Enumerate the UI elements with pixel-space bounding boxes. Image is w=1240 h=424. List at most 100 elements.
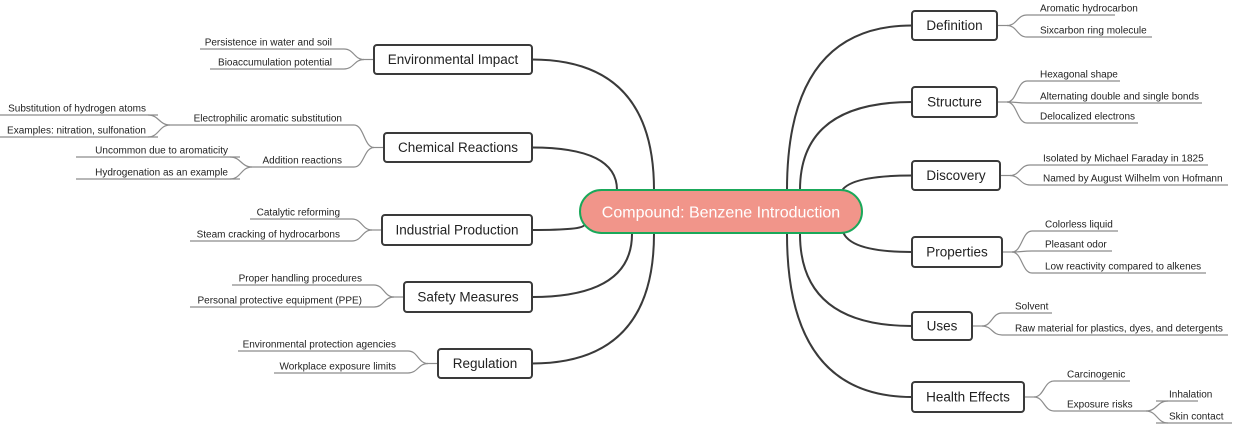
branch-discovery-box[interactable] bbox=[911, 160, 1001, 191]
edge-environmental-impact-0 bbox=[343, 48, 365, 61]
branch-uses[interactable]: Uses bbox=[911, 311, 973, 341]
branch-chemical-reactions[interactable]: Chemical Reactions bbox=[383, 132, 533, 163]
branch-chemical-reactions-box[interactable] bbox=[383, 132, 533, 163]
branch-regulation[interactable]: Regulation bbox=[437, 348, 533, 379]
branch-safety-measures-label: Safety Measures bbox=[417, 290, 519, 305]
leaf-proper-handling-procedures[interactable]: Proper handling procedures bbox=[232, 274, 374, 286]
leaf-low-reactivity-compared-to-alkenes[interactable]: Low reactivity compared to alkenes bbox=[1032, 262, 1206, 274]
branch-industrial-production-label: Industrial Production bbox=[395, 223, 518, 238]
branch-discovery[interactable]: Discovery bbox=[911, 160, 1001, 191]
branch-environmental-impact-label: Environmental Impact bbox=[388, 52, 519, 67]
edge-definition-1 bbox=[1006, 24, 1028, 38]
leaf-carcinogenic[interactable]: Carcinogenic bbox=[1054, 370, 1130, 382]
leaf-environmental-protection-agencies[interactable]: Environmental protection agencies bbox=[238, 340, 408, 352]
leaf-examples-nitration-sulfonation[interactable]: Examples: nitration, sulfonation bbox=[0, 126, 158, 138]
leaf-electrophilic-aromatic-substitution[interactable]: Electrophilic aromatic substitution bbox=[170, 114, 354, 126]
leaf-hydrogenation-as-an-example[interactable]: Hydrogenation as an example bbox=[76, 168, 240, 180]
leaf-proper-handling-procedures-label: Proper handling procedures bbox=[239, 274, 362, 285]
root-node-label: Compound: Benzene Introduction bbox=[602, 205, 840, 222]
branch-environmental-impact-box[interactable] bbox=[373, 44, 533, 75]
leaf-sixcarbon-ring-molecule[interactable]: Sixcarbon ring molecule bbox=[1027, 26, 1152, 38]
leaf-hydrogenation-as-an-example-label: Hydrogenation as an example bbox=[95, 168, 228, 179]
leaf-addition-reactions[interactable]: Addition reactions bbox=[252, 156, 354, 168]
leaf-inhalation[interactable]: Inhalation bbox=[1156, 390, 1212, 402]
leaf-electrophilic-aromatic-substitution-label: Electrophilic aromatic substitution bbox=[194, 114, 342, 125]
edge-health-effects-1 bbox=[1033, 396, 1055, 412]
leaf-pleasant-odor-label: Pleasant odor bbox=[1045, 240, 1107, 251]
leaf-low-reactivity-compared-to-alkenes-label: Low reactivity compared to alkenes bbox=[1045, 262, 1201, 273]
edge-health-effects-0 bbox=[1033, 380, 1055, 398]
edge-properties-0 bbox=[1011, 230, 1033, 253]
leaf-raw-material-for-plastics-dyes-and-detergents[interactable]: Raw material for plastics, dyes, and det… bbox=[1002, 324, 1228, 336]
branch-industrial-production[interactable]: Industrial Production bbox=[381, 214, 533, 246]
leaf-isolated-by-michael-faraday-in-1825[interactable]: Isolated by Michael Faraday in 1825 bbox=[1030, 154, 1208, 166]
leaf-exposure-risks[interactable]: Exposure risks bbox=[1054, 400, 1146, 412]
leaf-catalytic-reforming[interactable]: Catalytic reforming bbox=[250, 208, 352, 220]
edge-environmental-impact-1 bbox=[343, 58, 365, 70]
branch-regulation-box[interactable] bbox=[437, 348, 533, 379]
leaf-steam-cracking-of-hydrocarbons[interactable]: Steam cracking of hydrocarbons bbox=[190, 230, 352, 242]
edge-industrial-production-0 bbox=[351, 218, 373, 231]
leaf-aromatic-hydrocarbon[interactable]: Aromatic hydrocarbon bbox=[1027, 4, 1138, 16]
branch-properties-box[interactable] bbox=[911, 236, 1003, 268]
branch-safety-measures-box[interactable] bbox=[403, 281, 533, 313]
leaf-steam-cracking-of-hydrocarbons-label: Steam cracking of hydrocarbons bbox=[197, 230, 340, 241]
branch-properties[interactable]: Properties bbox=[911, 236, 1003, 268]
leaf-pleasant-odor[interactable]: Pleasant odor bbox=[1032, 240, 1112, 252]
branch-industrial-production-box[interactable] bbox=[381, 214, 533, 246]
leaf-persistence-in-water-and-soil-label: Persistence in water and soil bbox=[205, 38, 332, 49]
leaf-raw-material-for-plastics-dyes-and-detergents-label: Raw material for plastics, dyes, and det… bbox=[1015, 324, 1223, 335]
branch-safety-measures[interactable]: Safety Measures bbox=[403, 281, 533, 313]
edge-addition-reactions-1 bbox=[229, 166, 253, 180]
leaf-bioaccumulation-potential[interactable]: Bioaccumulation potential bbox=[210, 58, 344, 70]
branch-structure[interactable]: Structure bbox=[911, 86, 998, 118]
edge-electrophilic-aromatic-substitution-0 bbox=[147, 114, 171, 126]
edge-structure-0 bbox=[1006, 80, 1028, 103]
branch-discovery-label: Discovery bbox=[926, 168, 986, 183]
edge-root-to-chemical-reactions bbox=[531, 146, 618, 191]
edge-uses-0 bbox=[981, 312, 1003, 327]
edge-root-to-environmental-impact bbox=[531, 58, 655, 191]
edge-chemical-reactions-0 bbox=[353, 124, 375, 149]
branch-health-effects[interactable]: Health Effects bbox=[911, 381, 1025, 413]
branch-definition[interactable]: Definition bbox=[911, 10, 998, 41]
edge-safety-measures-0 bbox=[373, 284, 395, 298]
leaf-inhalation-label: Inhalation bbox=[1169, 390, 1212, 401]
edge-addition-reactions-0 bbox=[229, 156, 253, 168]
branch-properties-label: Properties bbox=[926, 245, 988, 260]
leaf-substitution-of-hydrogen-atoms[interactable]: Substitution of hydrogen atoms bbox=[0, 104, 158, 116]
leaf-hexagonal-shape[interactable]: Hexagonal shape bbox=[1027, 70, 1120, 82]
edge-electrophilic-aromatic-substitution-1 bbox=[147, 124, 171, 138]
leaf-solvent[interactable]: Solvent bbox=[1002, 302, 1052, 314]
branch-health-effects-box[interactable] bbox=[911, 381, 1025, 413]
edge-chemical-reactions-1 bbox=[353, 146, 375, 168]
leaf-delocalized-electrons-label: Delocalized electrons bbox=[1040, 112, 1135, 123]
edge-regulation-1 bbox=[407, 362, 429, 374]
leaf-personal-protective-equipment-ppe[interactable]: Personal protective equipment (PPE) bbox=[190, 296, 374, 308]
root-node-box[interactable] bbox=[579, 189, 863, 234]
leaf-alternating-double-and-single-bonds[interactable]: Alternating double and single bonds bbox=[1027, 92, 1202, 104]
root-node[interactable]: Compound: Benzene Introduction bbox=[579, 189, 863, 234]
leaf-catalytic-reforming-label: Catalytic reforming bbox=[257, 208, 340, 219]
branch-environmental-impact[interactable]: Environmental Impact bbox=[373, 44, 533, 75]
leaf-named-by-august-wilhelm-von-hofmann[interactable]: Named by August Wilhelm von Hofmann bbox=[1030, 174, 1228, 186]
edge-properties-2 bbox=[1011, 251, 1033, 274]
leaf-persistence-in-water-and-soil[interactable]: Persistence in water and soil bbox=[200, 38, 344, 50]
leaf-delocalized-electrons[interactable]: Delocalized electrons bbox=[1027, 112, 1138, 124]
branch-structure-box[interactable] bbox=[911, 86, 998, 118]
leaf-uncommon-due-to-aromaticity[interactable]: Uncommon due to aromaticity bbox=[76, 146, 240, 158]
edge-uses-1 bbox=[981, 325, 1003, 336]
edge-root-to-regulation bbox=[531, 233, 655, 365]
leaf-colorless-liquid[interactable]: Colorless liquid bbox=[1032, 220, 1118, 232]
edge-safety-measures-1 bbox=[373, 296, 395, 308]
leaf-skin-contact[interactable]: Skin contact bbox=[1156, 412, 1232, 424]
branch-definition-box[interactable] bbox=[911, 10, 998, 41]
edge-discovery-0 bbox=[1009, 164, 1031, 177]
leaf-carcinogenic-label: Carcinogenic bbox=[1067, 370, 1125, 381]
leaf-sixcarbon-ring-molecule-label: Sixcarbon ring molecule bbox=[1040, 26, 1147, 37]
edge-root-to-structure bbox=[799, 101, 913, 191]
branch-uses-box[interactable] bbox=[911, 311, 973, 341]
branch-structure-label: Structure bbox=[927, 95, 982, 110]
leaf-workplace-exposure-limits[interactable]: Workplace exposure limits bbox=[274, 362, 408, 374]
